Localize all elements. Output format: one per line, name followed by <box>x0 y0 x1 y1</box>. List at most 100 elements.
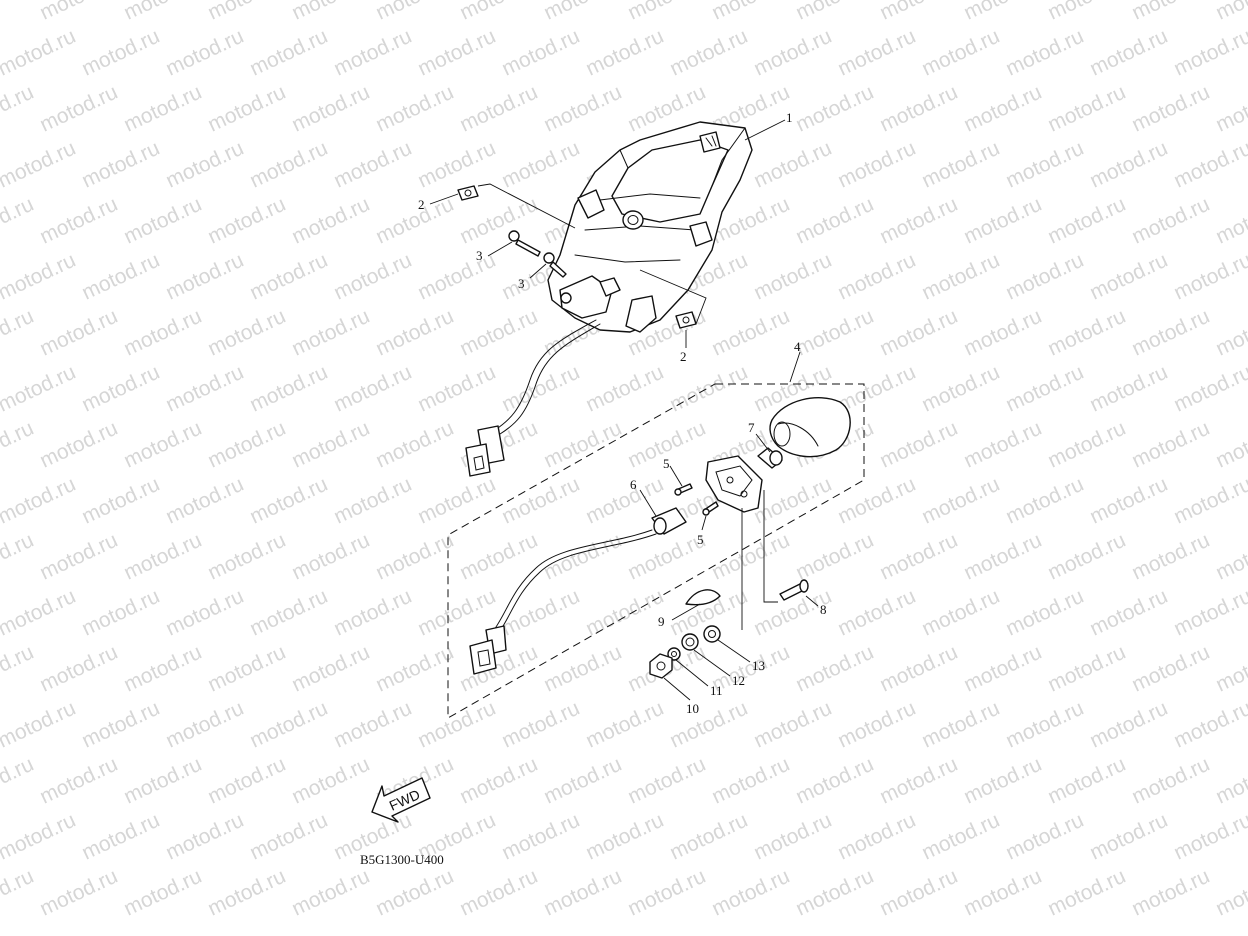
watermark-text: motod.ru <box>498 25 583 81</box>
watermark-text: motod.ru <box>582 697 667 753</box>
watermark-text: motod.ru <box>1128 81 1213 137</box>
watermark-text: motod.ru <box>960 305 1045 361</box>
watermark-text: motod.ru <box>666 361 751 417</box>
watermark-text: motod.ru <box>918 809 1003 865</box>
callout-4: 4 <box>794 339 801 354</box>
watermark-text: motod.ru <box>1044 193 1129 249</box>
watermark-text: motod.ru <box>288 0 373 25</box>
callout-3-lower: 3 <box>518 276 525 291</box>
watermark-text: motod.ru <box>246 249 331 305</box>
watermark-text: motod.ru <box>750 137 835 193</box>
watermark-text: motod.ru <box>918 361 1003 417</box>
watermark-text: motod.ru <box>792 81 877 137</box>
watermark-text: motod.ru <box>960 81 1045 137</box>
watermark-text: motod.ru <box>456 865 541 921</box>
callout-10: 10 <box>686 701 699 716</box>
watermark-text: motod.ru <box>1002 585 1087 641</box>
watermark-text: motod.ru <box>120 305 205 361</box>
watermark-text: motod.ru <box>204 417 289 473</box>
watermark-text: motod.ru <box>372 865 457 921</box>
watermark-text: motod.ru <box>498 809 583 865</box>
callout-13: 13 <box>752 658 765 673</box>
watermark-text: motod.ru <box>0 0 37 25</box>
watermark-text: motod.ru <box>876 753 961 809</box>
watermark-text: motod.ru <box>0 809 79 865</box>
watermark-text: motod.ru <box>162 585 247 641</box>
watermark-text: motod.ru <box>624 865 709 921</box>
watermark-text: motod.ru <box>0 193 37 249</box>
watermark-text: motod.ru <box>456 81 541 137</box>
watermark-text: motod.ru <box>876 305 961 361</box>
watermark-text: motod.ru <box>36 753 121 809</box>
watermark-text: motod.ru <box>1086 473 1171 529</box>
watermark-text: motod.ru <box>1044 417 1129 473</box>
watermark-text: motod.ru <box>372 529 457 585</box>
watermark-text: motod.ru <box>1212 193 1248 249</box>
watermark-text: motod.ru <box>834 137 919 193</box>
callout-7: 7 <box>748 420 755 435</box>
watermark-text: motod.ru <box>876 81 961 137</box>
watermark-text: motod.ru <box>834 697 919 753</box>
watermark-text: motod.ru <box>162 697 247 753</box>
watermark-text: motod.ru <box>204 0 289 25</box>
watermark-text: motod.ru <box>456 753 541 809</box>
watermark-text: motod.ru <box>708 865 793 921</box>
watermark-text: motod.ru <box>120 193 205 249</box>
watermark-text: motod.ru <box>960 417 1045 473</box>
watermark-text: motod.ru <box>1002 809 1087 865</box>
watermark-text: motod.ru <box>78 361 163 417</box>
watermark-text: motod.ru <box>456 193 541 249</box>
watermark-text: motod.ru <box>1044 865 1129 921</box>
watermark-text: motod.ru <box>540 0 625 25</box>
watermark-text: motod.ru <box>750 473 835 529</box>
watermark-text: motod.ru <box>372 193 457 249</box>
watermark-text: motod.ru <box>414 361 499 417</box>
watermark-text: motod.ru <box>372 0 457 25</box>
watermark-text: motod.ru <box>498 697 583 753</box>
watermark-text: motod.ru <box>0 249 79 305</box>
watermark-text: motod.ru <box>918 585 1003 641</box>
watermark-text: motod.ru <box>288 81 373 137</box>
watermark-text: motod.ru <box>204 753 289 809</box>
watermark-text: motod.ru <box>288 529 373 585</box>
bolt-8 <box>779 579 819 607</box>
watermark-text: motod.ru <box>0 529 37 585</box>
watermark-text: motod.ru <box>120 529 205 585</box>
watermark-text: motod.ru <box>582 25 667 81</box>
callout-11: 11 <box>710 683 723 698</box>
callout-5-lower: 5 <box>697 532 704 547</box>
watermark-text: motod.ru <box>1128 0 1213 25</box>
watermark-text: motod.ru <box>0 137 79 193</box>
watermark-text: motod.ru <box>0 81 37 137</box>
diagram-code: B5G1300-U400 <box>360 852 444 867</box>
screw-upper <box>508 230 541 257</box>
nut-10 <box>649 653 691 701</box>
watermark-text: motod.ru <box>1086 585 1171 641</box>
watermark-text: motod.ru <box>1128 417 1213 473</box>
watermark-text: motod.ru <box>36 81 121 137</box>
watermark-text: motod.ru <box>750 249 835 305</box>
watermark-text: motod.ru <box>834 25 919 81</box>
watermark-text: motod.ru <box>498 585 583 641</box>
watermark-text: motod.ru <box>204 641 289 697</box>
watermark-text: motod.ru <box>750 25 835 81</box>
watermark-text: motod.ru <box>1044 641 1129 697</box>
watermark-text: motod.ru <box>204 81 289 137</box>
watermark-text: motod.ru <box>162 361 247 417</box>
watermark-text: motod.ru <box>0 361 79 417</box>
watermark-text: motod.ru <box>1086 249 1171 305</box>
watermark-text: motod.ru <box>1170 137 1248 193</box>
watermark-text: motod.ru <box>1170 249 1248 305</box>
watermark-text: motod.ru <box>498 473 583 529</box>
stud-line-right <box>763 490 778 603</box>
watermark-text: motod.ru <box>834 249 919 305</box>
watermark-text: motod.ru <box>0 753 37 809</box>
signal-bulb <box>755 433 783 469</box>
watermark-text: motod.ru <box>1170 697 1248 753</box>
watermark-text: motod.ru <box>372 417 457 473</box>
watermark-text: motod.ru <box>162 249 247 305</box>
watermark-text: motod.ru <box>162 809 247 865</box>
watermark-text: motod.ru <box>1128 641 1213 697</box>
